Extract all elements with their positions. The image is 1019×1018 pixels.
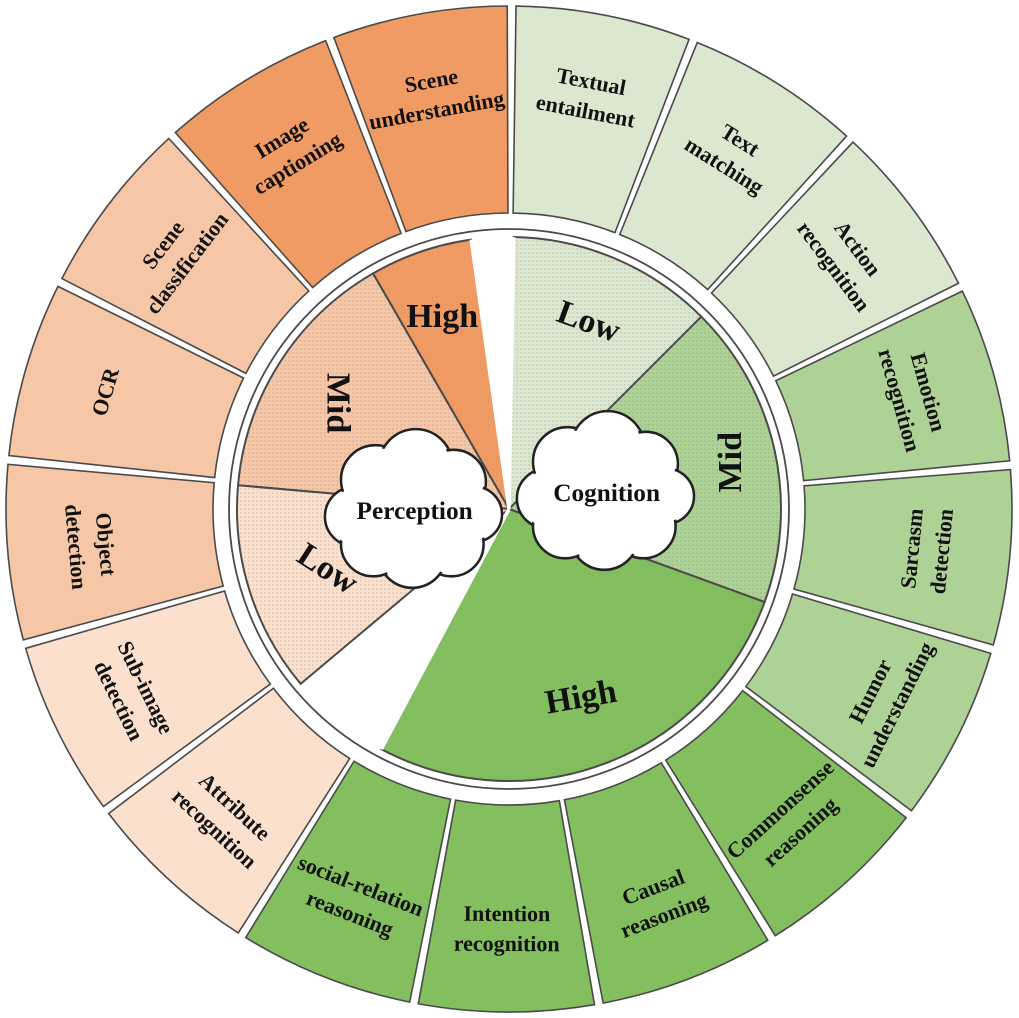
task-label-intention-recognition: Intention recognition: [454, 901, 560, 957]
level-label-perception-high: High: [406, 298, 478, 335]
task-label-line: Object: [91, 511, 121, 577]
task-sector-attribute-recognition: [107, 687, 351, 935]
task-sector-scene-classification: [60, 137, 310, 375]
level-label-perception-mid: Mid: [319, 373, 356, 434]
category-clouds: Perception Cognition: [323, 409, 696, 590]
task-sector-object-detection: [5, 463, 225, 641]
task-sector-sub-image-detection: [24, 590, 272, 808]
task-label-line: recognition: [454, 931, 560, 957]
task-sector-commonsense-reasoning: [664, 689, 908, 937]
task-sector-humor-understanding: [744, 592, 992, 812]
task-sector-ocr: [7, 285, 245, 479]
level-label-cognition-mid: Mid: [712, 432, 749, 493]
task-sector-social-relation-reasoning: [244, 760, 452, 1004]
task-sector-emotion-recognition: [774, 290, 1011, 482]
task-sector-textual-entailment: [512, 5, 691, 234]
level-wedge-perception-high: High: [371, 238, 510, 510]
cognition-cloud: Cognition: [515, 409, 696, 572]
perception-label: Perception: [357, 497, 473, 525]
task-sector-causal-reasoning: [563, 761, 769, 1005]
level-wedge-cognition-high: High: [379, 507, 766, 782]
task-sector-sarcasm-detection: [792, 468, 1013, 646]
task-sector-image-captioning: [174, 39, 403, 289]
task-sector-text-matching: [618, 41, 848, 291]
task-sector-action-recognition: [710, 140, 960, 378]
cognition-label: Cognition: [553, 479, 660, 507]
task-sector-intention-recognition: [417, 799, 596, 1013]
task-sector-scene-understanding: [332, 5, 509, 233]
perception-cloud: Perception: [323, 427, 504, 590]
outer-task-ring: SceneunderstandingTextualentailmentTextm…: [5, 5, 1013, 1013]
task-label-line: Intention: [463, 901, 550, 926]
